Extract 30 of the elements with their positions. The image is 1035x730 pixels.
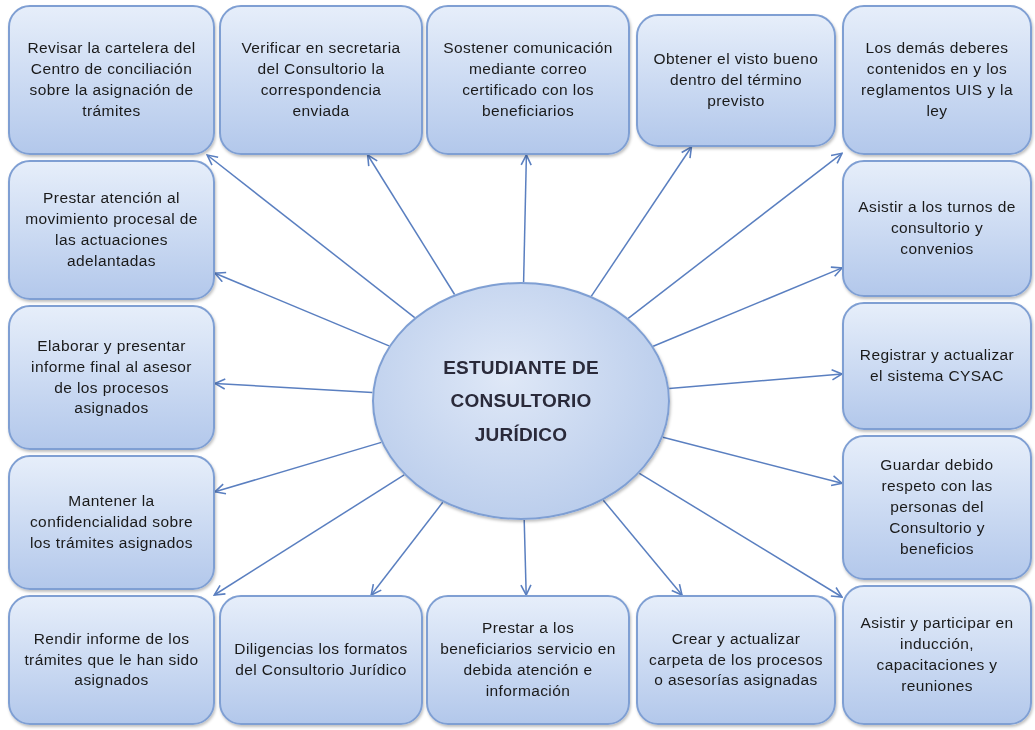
duty-box: Diligencias los formatos del Consultorio Jurídico — [219, 595, 423, 725]
duty-box: Mantener la confidencialidad sobre los trámites asignados — [8, 455, 215, 590]
duty-box: Los demás deberes contenidos en y los reglamentos UIS y la ley — [842, 5, 1032, 155]
arrow — [520, 519, 532, 596]
duty-box: Elaborar y presentar informe final al asesor de los procesos asignados — [8, 305, 215, 450]
duty-box: Prestar atención al movimiento procesal de las actuaciones adelantadas — [8, 160, 215, 300]
arrow — [214, 378, 374, 394]
duty-box: Asistir a los turnos de consultorio y convenios — [842, 160, 1032, 297]
duty-box: Registrar y actualizar el sistema CYSAC — [842, 302, 1032, 430]
duty-box: Crear y actualizar carpeta de los procesos o asesorías asignadas — [636, 595, 836, 725]
duty-box: Prestar a los beneficiarios servicio en debida atención e información — [426, 595, 630, 725]
arrow — [520, 154, 532, 283]
arrow — [590, 146, 693, 297]
central-ellipse: ESTUDIANTE DE CONSULTORIO JURÍDICO — [372, 282, 670, 520]
arrow — [366, 154, 456, 296]
arrow — [627, 152, 843, 320]
duty-box: Rendir informe de los trámites que le han sido asignados — [8, 595, 215, 725]
arrow — [206, 154, 416, 319]
duty-box: Sostener comunicación mediante correo certificado con los beneficiarios — [426, 5, 630, 155]
duty-box: Guardar debido respeto con las personas del Consultorio y beneficios — [842, 435, 1032, 580]
duty-box: Asistir y participar en inducción, capacitaciones y reuniones — [842, 585, 1032, 725]
arrow — [213, 474, 405, 596]
arrow — [602, 499, 683, 596]
arrow — [662, 436, 843, 487]
duty-box: Revisar la cartelera del Centro de conciliación sobre la asignación de trámites — [8, 5, 215, 155]
arrow — [668, 369, 843, 390]
duty-box: Verificar en secretaria del Consultorio la correspondencia enviada — [219, 5, 423, 155]
arrow — [638, 472, 843, 598]
duty-box: Obtener el visto bueno dentro del término previsto — [636, 14, 836, 147]
arrow — [370, 501, 444, 596]
